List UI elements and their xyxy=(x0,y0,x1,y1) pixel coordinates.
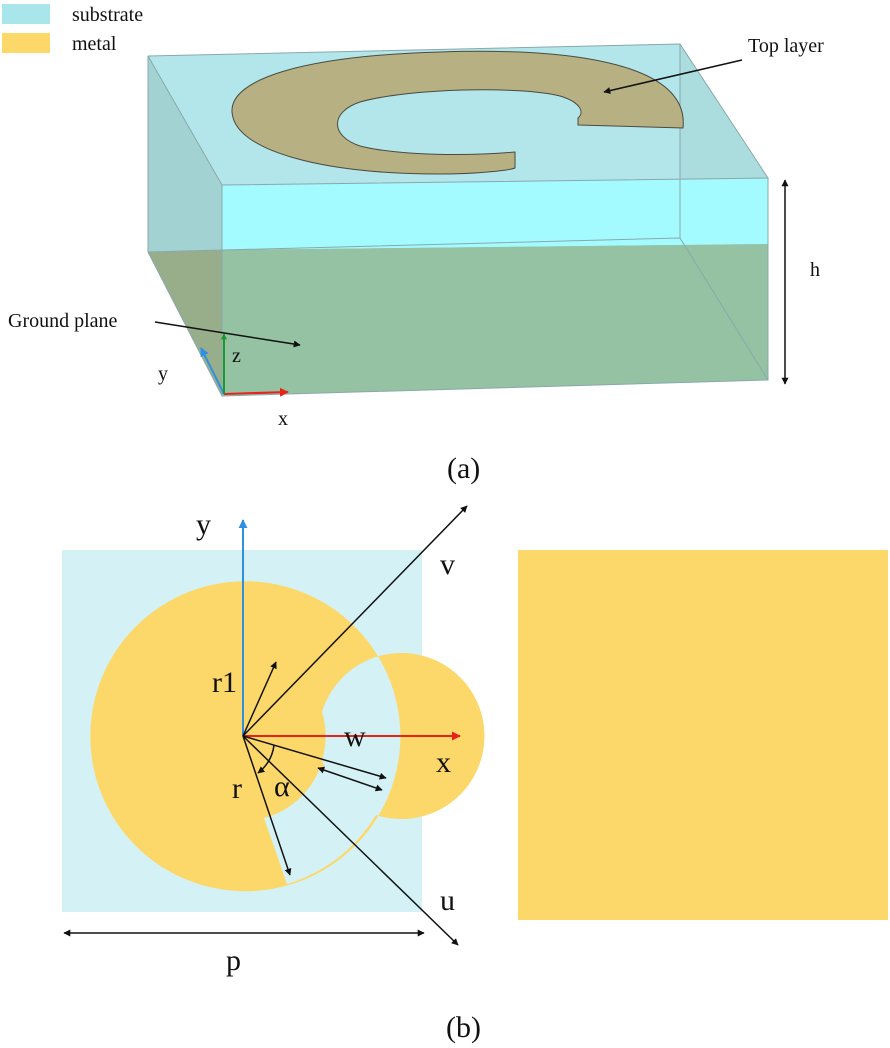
axis-u-label: u xyxy=(440,884,455,917)
caption-b: (b) xyxy=(446,1011,481,1044)
ground-plane-metal xyxy=(518,550,888,920)
substrate-front-face-lower xyxy=(222,244,768,396)
axis-v xyxy=(242,505,468,737)
caption-a: (a) xyxy=(447,452,480,485)
panel-a-unit-cell: h Top layer Ground plane x y z (a) xyxy=(8,35,824,485)
axis-u xyxy=(242,735,459,946)
width-w-dimension xyxy=(317,766,383,792)
top-layer-label: Top layer xyxy=(748,35,824,57)
ground-plane-leader xyxy=(154,321,301,348)
substrate-front-face xyxy=(222,178,768,250)
legend-label-substrate: substrate xyxy=(72,4,143,26)
axis-v-label: v xyxy=(440,548,455,581)
axis-3d-x-label: x xyxy=(278,408,288,430)
substrate-left-face-upper xyxy=(148,56,222,252)
width-w-label: w xyxy=(344,720,366,753)
radius-r-arrow xyxy=(242,735,292,876)
radius-r-label: r xyxy=(232,772,242,805)
axis-3d-x xyxy=(223,387,289,397)
radius-r1-arrow xyxy=(242,661,277,737)
axis-y-label: y xyxy=(196,508,211,541)
legend-label-metal: metal xyxy=(72,33,117,55)
top-layer-split-ring-shape xyxy=(231,50,684,175)
axis-3d-y-label: y xyxy=(158,363,168,385)
split-gap-cut xyxy=(264,768,392,884)
axis-3d-z-label: z xyxy=(232,345,241,367)
top-layer-leader xyxy=(603,59,743,94)
legend-swatch-substrate xyxy=(2,4,50,24)
period-p-label: p xyxy=(226,944,241,977)
legend-swatch-metal xyxy=(2,33,50,53)
panel-b-top-view: y x v u r1 r w α p (b) xyxy=(62,505,888,1044)
axis-3d-y xyxy=(200,347,225,395)
angle-alpha-label: α xyxy=(274,770,290,803)
height-label: h xyxy=(810,259,820,281)
ground-plane-label: Ground plane xyxy=(8,310,118,332)
radius-r1-label: r1 xyxy=(212,666,237,699)
axis-x-label: x xyxy=(436,746,451,779)
angle-alpha-arc xyxy=(257,744,275,774)
legend: substrate metal xyxy=(2,4,143,55)
